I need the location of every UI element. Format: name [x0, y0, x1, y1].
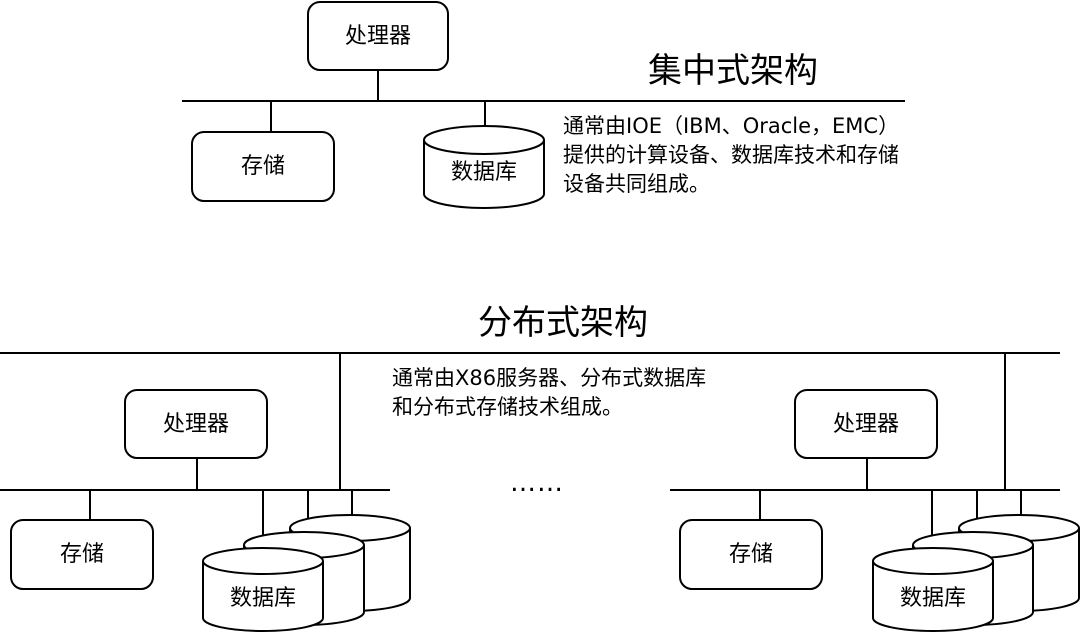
centralized-section — [182, 1, 905, 209]
centralized-processor-label: 处理器 — [344, 24, 411, 49]
distributed-description: 通常由X86服务器、分布式数据库 和分布式存储技术组成。 — [392, 366, 707, 419]
right-database-cylinder-front — [872, 547, 994, 632]
right-storage-label: 存储 — [728, 542, 773, 567]
ellipsis: …… — [510, 468, 564, 498]
centralized-title: 集中式架构 — [648, 51, 818, 91]
left-processor-label: 处理器 — [162, 412, 229, 437]
centralized-storage-label: 存储 — [240, 154, 285, 179]
left-storage-label: 存储 — [59, 542, 104, 567]
centralized-database-cylinder — [423, 125, 545, 209]
right-database-label: 数据库 — [899, 586, 966, 611]
centralized-description: 通常由IOE（IBM、Oracle，EMC） 提供的计算设备、数据库技术和存储 … — [563, 114, 900, 196]
left-storage-box — [10, 519, 154, 590]
centralized-storage-box — [191, 131, 335, 202]
centralized-database-label: 数据库 — [450, 160, 517, 185]
distributed-section — [0, 352, 1080, 632]
left-database-label: 数据库 — [229, 586, 296, 611]
right-processor-label: 处理器 — [832, 412, 899, 437]
distributed-title: 分布式架构 — [478, 303, 648, 343]
left-node — [0, 353, 411, 632]
left-database-cylinder-front — [202, 547, 324, 632]
right-node — [670, 353, 1080, 632]
right-storage-box — [679, 519, 823, 590]
